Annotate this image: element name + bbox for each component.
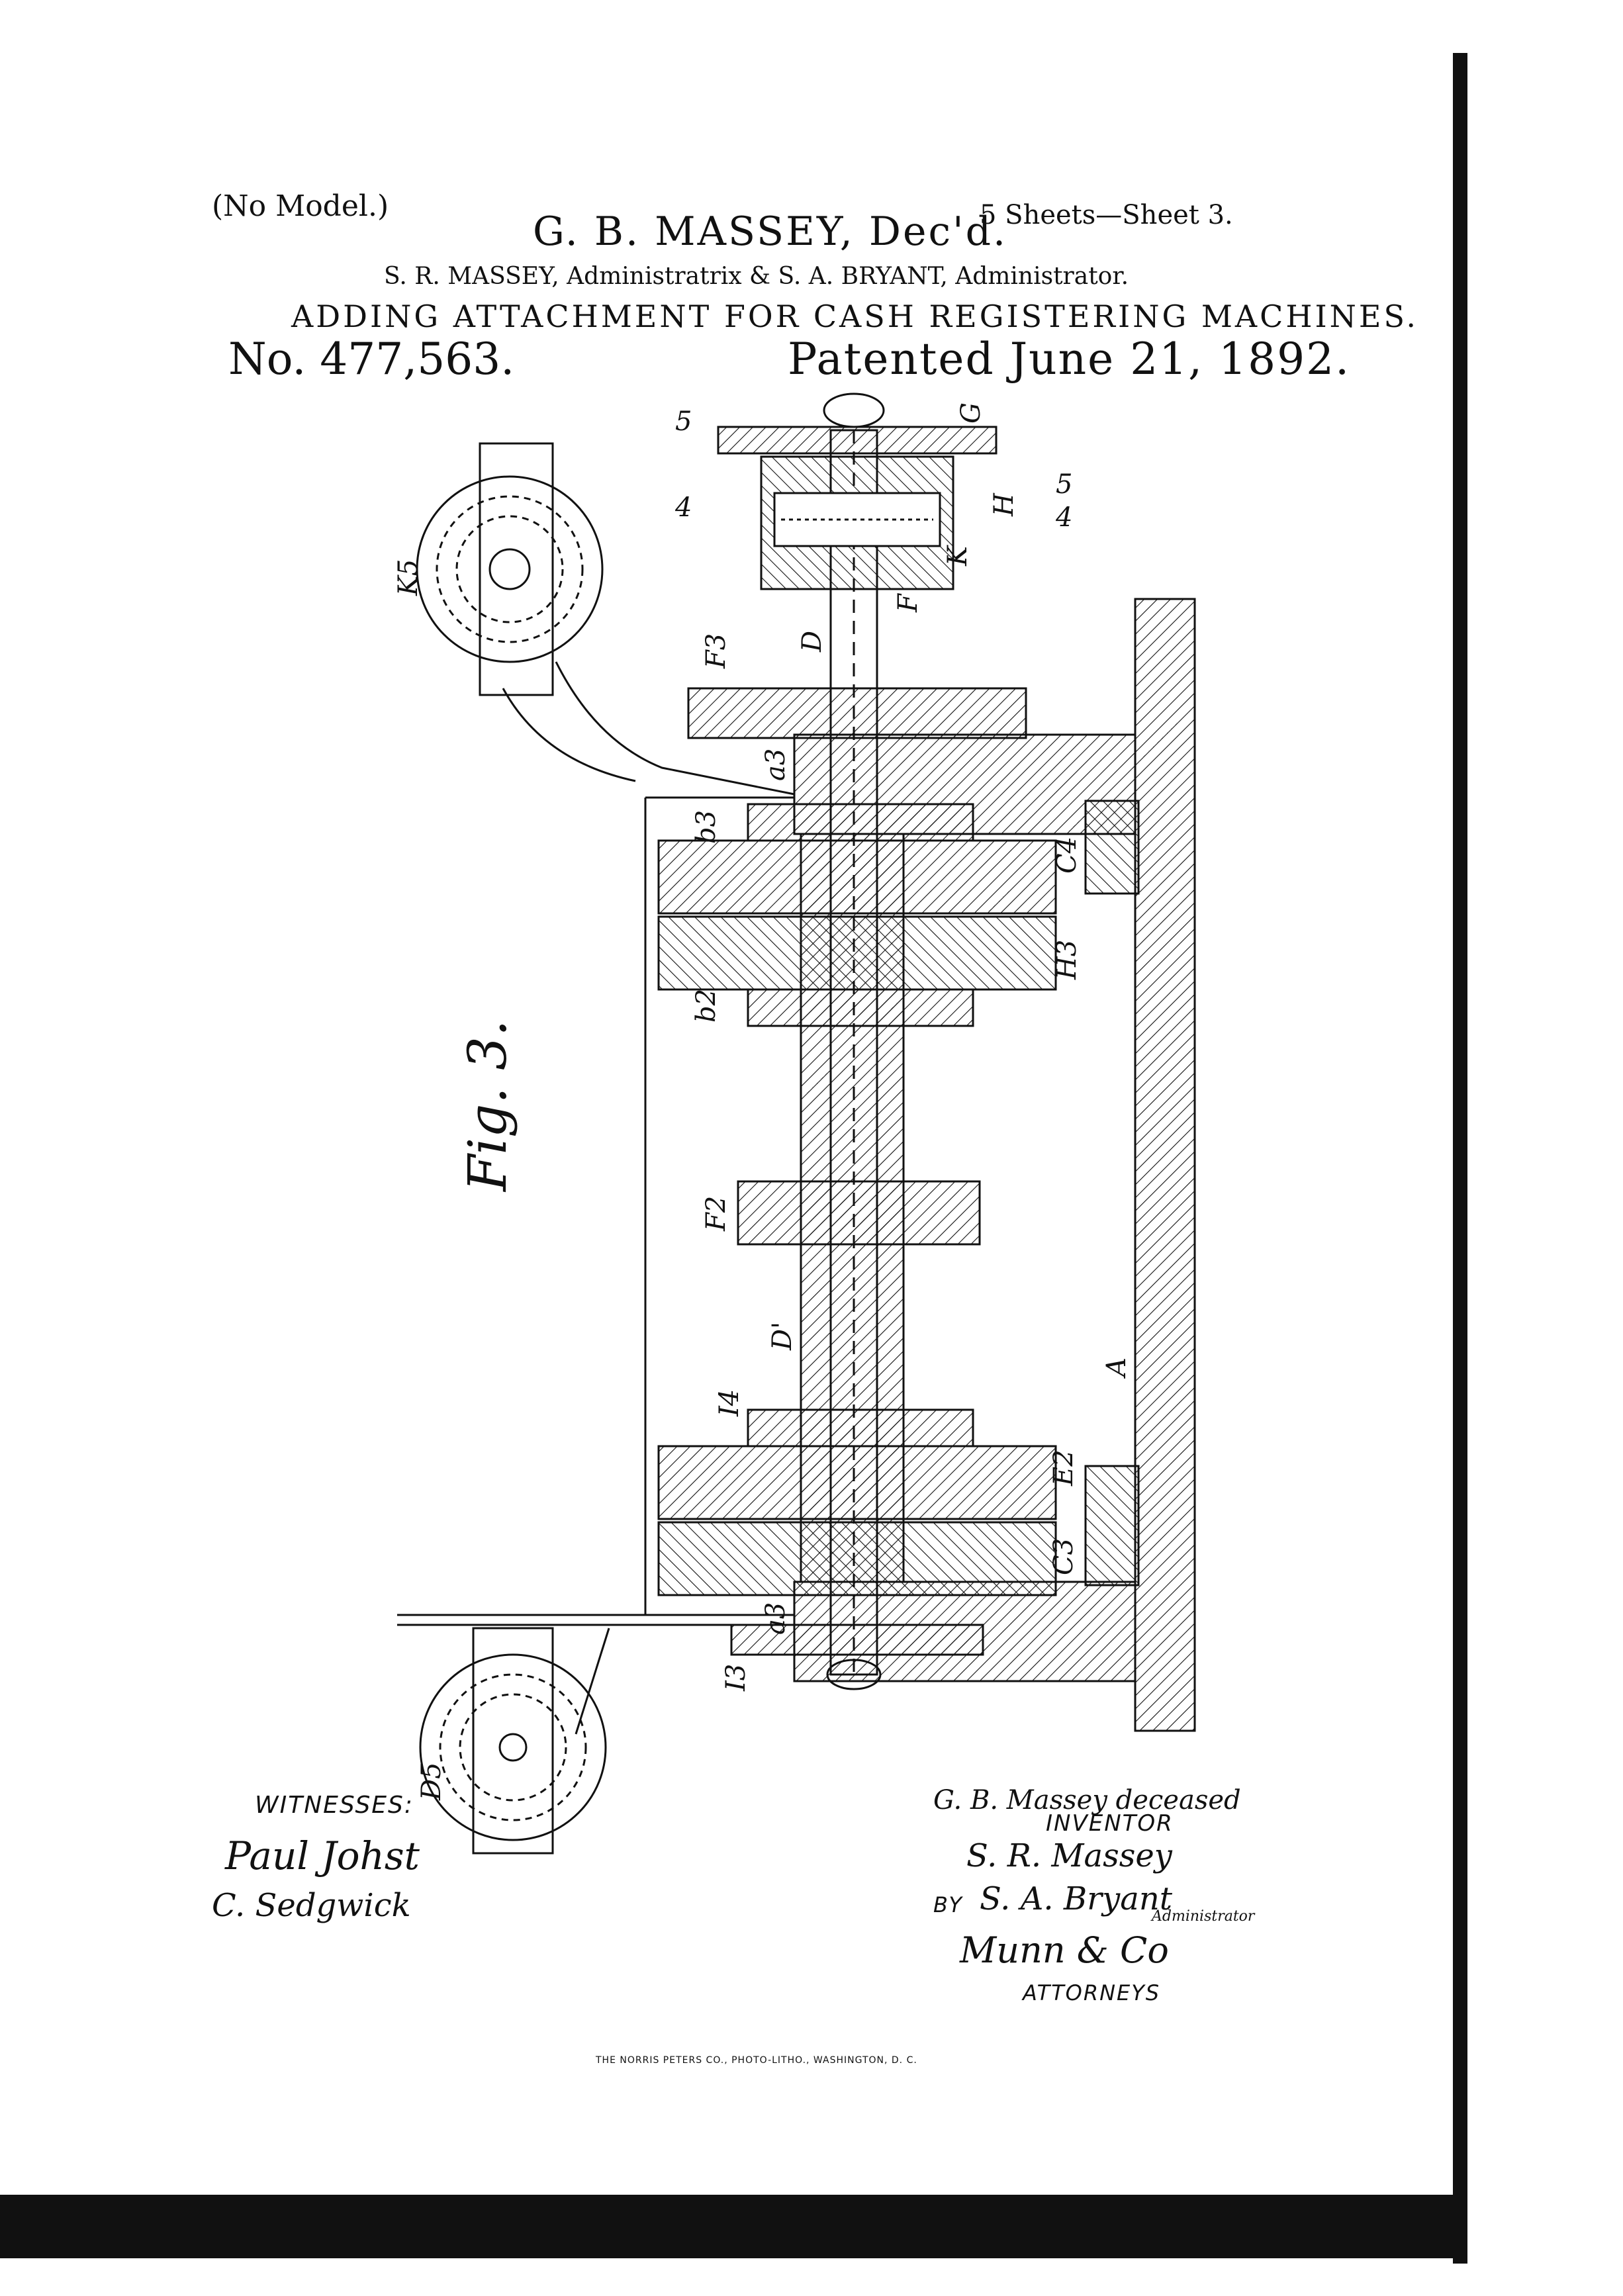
sheet-number: 5 Sheets—Sheet 3. [980, 200, 1233, 230]
label-f2: F2 [701, 1196, 731, 1232]
label-a3-bottom: a3 [761, 1602, 791, 1635]
label-f: F [893, 593, 923, 613]
label-section-4-right: 4 [1055, 502, 1072, 533]
printer-credit: THE NORRIS PETERS CO., PHOTO-LITHO., WAS… [596, 2055, 917, 2066]
witness-signature-2: C. Sedgwick [212, 1887, 411, 1924]
patent-number: No. 477,563. [228, 334, 515, 385]
label-b3: b3 [691, 810, 721, 844]
scan-edge-bottom [0, 2195, 1453, 2258]
inventor-signature: G. B. Massey deceased [933, 1785, 1241, 1815]
label-c3: C3 [1048, 1538, 1079, 1575]
wheel-e2 [657, 1445, 1057, 1520]
patent-title: ADDING ATTACHMENT FOR CASH REGISTERING M… [291, 298, 1418, 334]
bottom-screw-head [826, 1659, 882, 1690]
top-cap [717, 426, 997, 455]
collar-b3 [747, 803, 974, 842]
administrator-note: Administrator [1152, 1908, 1255, 1925]
label-f3: F3 [701, 633, 731, 669]
top-screw-head [823, 392, 885, 428]
label-section-5-left: 5 [675, 406, 692, 437]
upper-reel-arm [479, 442, 554, 696]
label-d: D [797, 631, 827, 653]
witnesses-label: WITNESSES: [255, 1792, 414, 1819]
by-label: BY [933, 1892, 963, 1917]
label-k5: K5 [393, 559, 424, 596]
patent-drawing: K5 F3 D F K H G a3 b3 C4 H3 b2 F2 D' A I… [393, 392, 1196, 1855]
no-model-note: (No Model.) [212, 189, 389, 223]
lower-bracket-foot [1084, 1465, 1140, 1586]
f2-pulley [737, 1180, 981, 1246]
patent-date: Patented June 21, 1892. [788, 334, 1351, 385]
upper-bracket-foot [1084, 800, 1140, 895]
attorneys-label: ATTORNEYS [1023, 1980, 1161, 2005]
bottom-cap [730, 1624, 984, 1656]
wheel-c3 [657, 1521, 1057, 1596]
collar-b2 [747, 988, 974, 1027]
attorney-signature: Munn & Co [960, 1929, 1169, 1971]
administratrix-signature: S. R. Massey [966, 1837, 1172, 1874]
inventor-label: INVENTOR [1046, 1810, 1174, 1837]
scan-edge-right [1453, 53, 1467, 2264]
collar-i4 [747, 1408, 974, 1447]
label-c4: C4 [1052, 837, 1082, 874]
label-d-prime: D' [767, 1322, 798, 1351]
label-e2: E2 [1048, 1449, 1079, 1487]
upper-paper-web [502, 661, 795, 796]
upper-reel [416, 475, 604, 663]
wheel-c4 [657, 839, 1057, 915]
label-section-5-right: 5 [1056, 469, 1072, 500]
label-k: K [943, 545, 973, 567]
label-section-4-left: 4 [674, 492, 692, 523]
administrators-line: S. R. MASSEY, Administratrix & S. A. BRY… [384, 263, 1129, 290]
label-b2: b2 [691, 989, 721, 1023]
label-a: A [1101, 1357, 1132, 1379]
wheel-h3 [657, 915, 1057, 991]
label-g: G [956, 402, 986, 424]
figure-label: Fig. 3. [457, 1019, 518, 1192]
lower-reel [419, 1653, 607, 1841]
f3-pulley [687, 687, 1027, 739]
label-h3: H3 [1052, 940, 1082, 980]
base-frame [1134, 598, 1196, 1732]
top-spring-housing [773, 492, 941, 547]
label-i4: I4 [714, 1389, 745, 1417]
witness-signature-1: Paul Johst [225, 1833, 420, 1878]
label-d5: D5 [416, 1762, 447, 1801]
label-a3-top: a3 [761, 749, 791, 781]
reference-labels: K5 F3 D F K H G a3 b3 C4 H3 b2 F2 D' A I… [393, 402, 1132, 1801]
inventor-name: G. B. MASSEY, Dec'd. [533, 208, 1008, 255]
lower-reel-arm [472, 1627, 554, 1855]
label-i3: I3 [721, 1664, 751, 1692]
label-h: H [989, 492, 1019, 517]
administrator-signature: S. A. Bryant [980, 1880, 1173, 1917]
